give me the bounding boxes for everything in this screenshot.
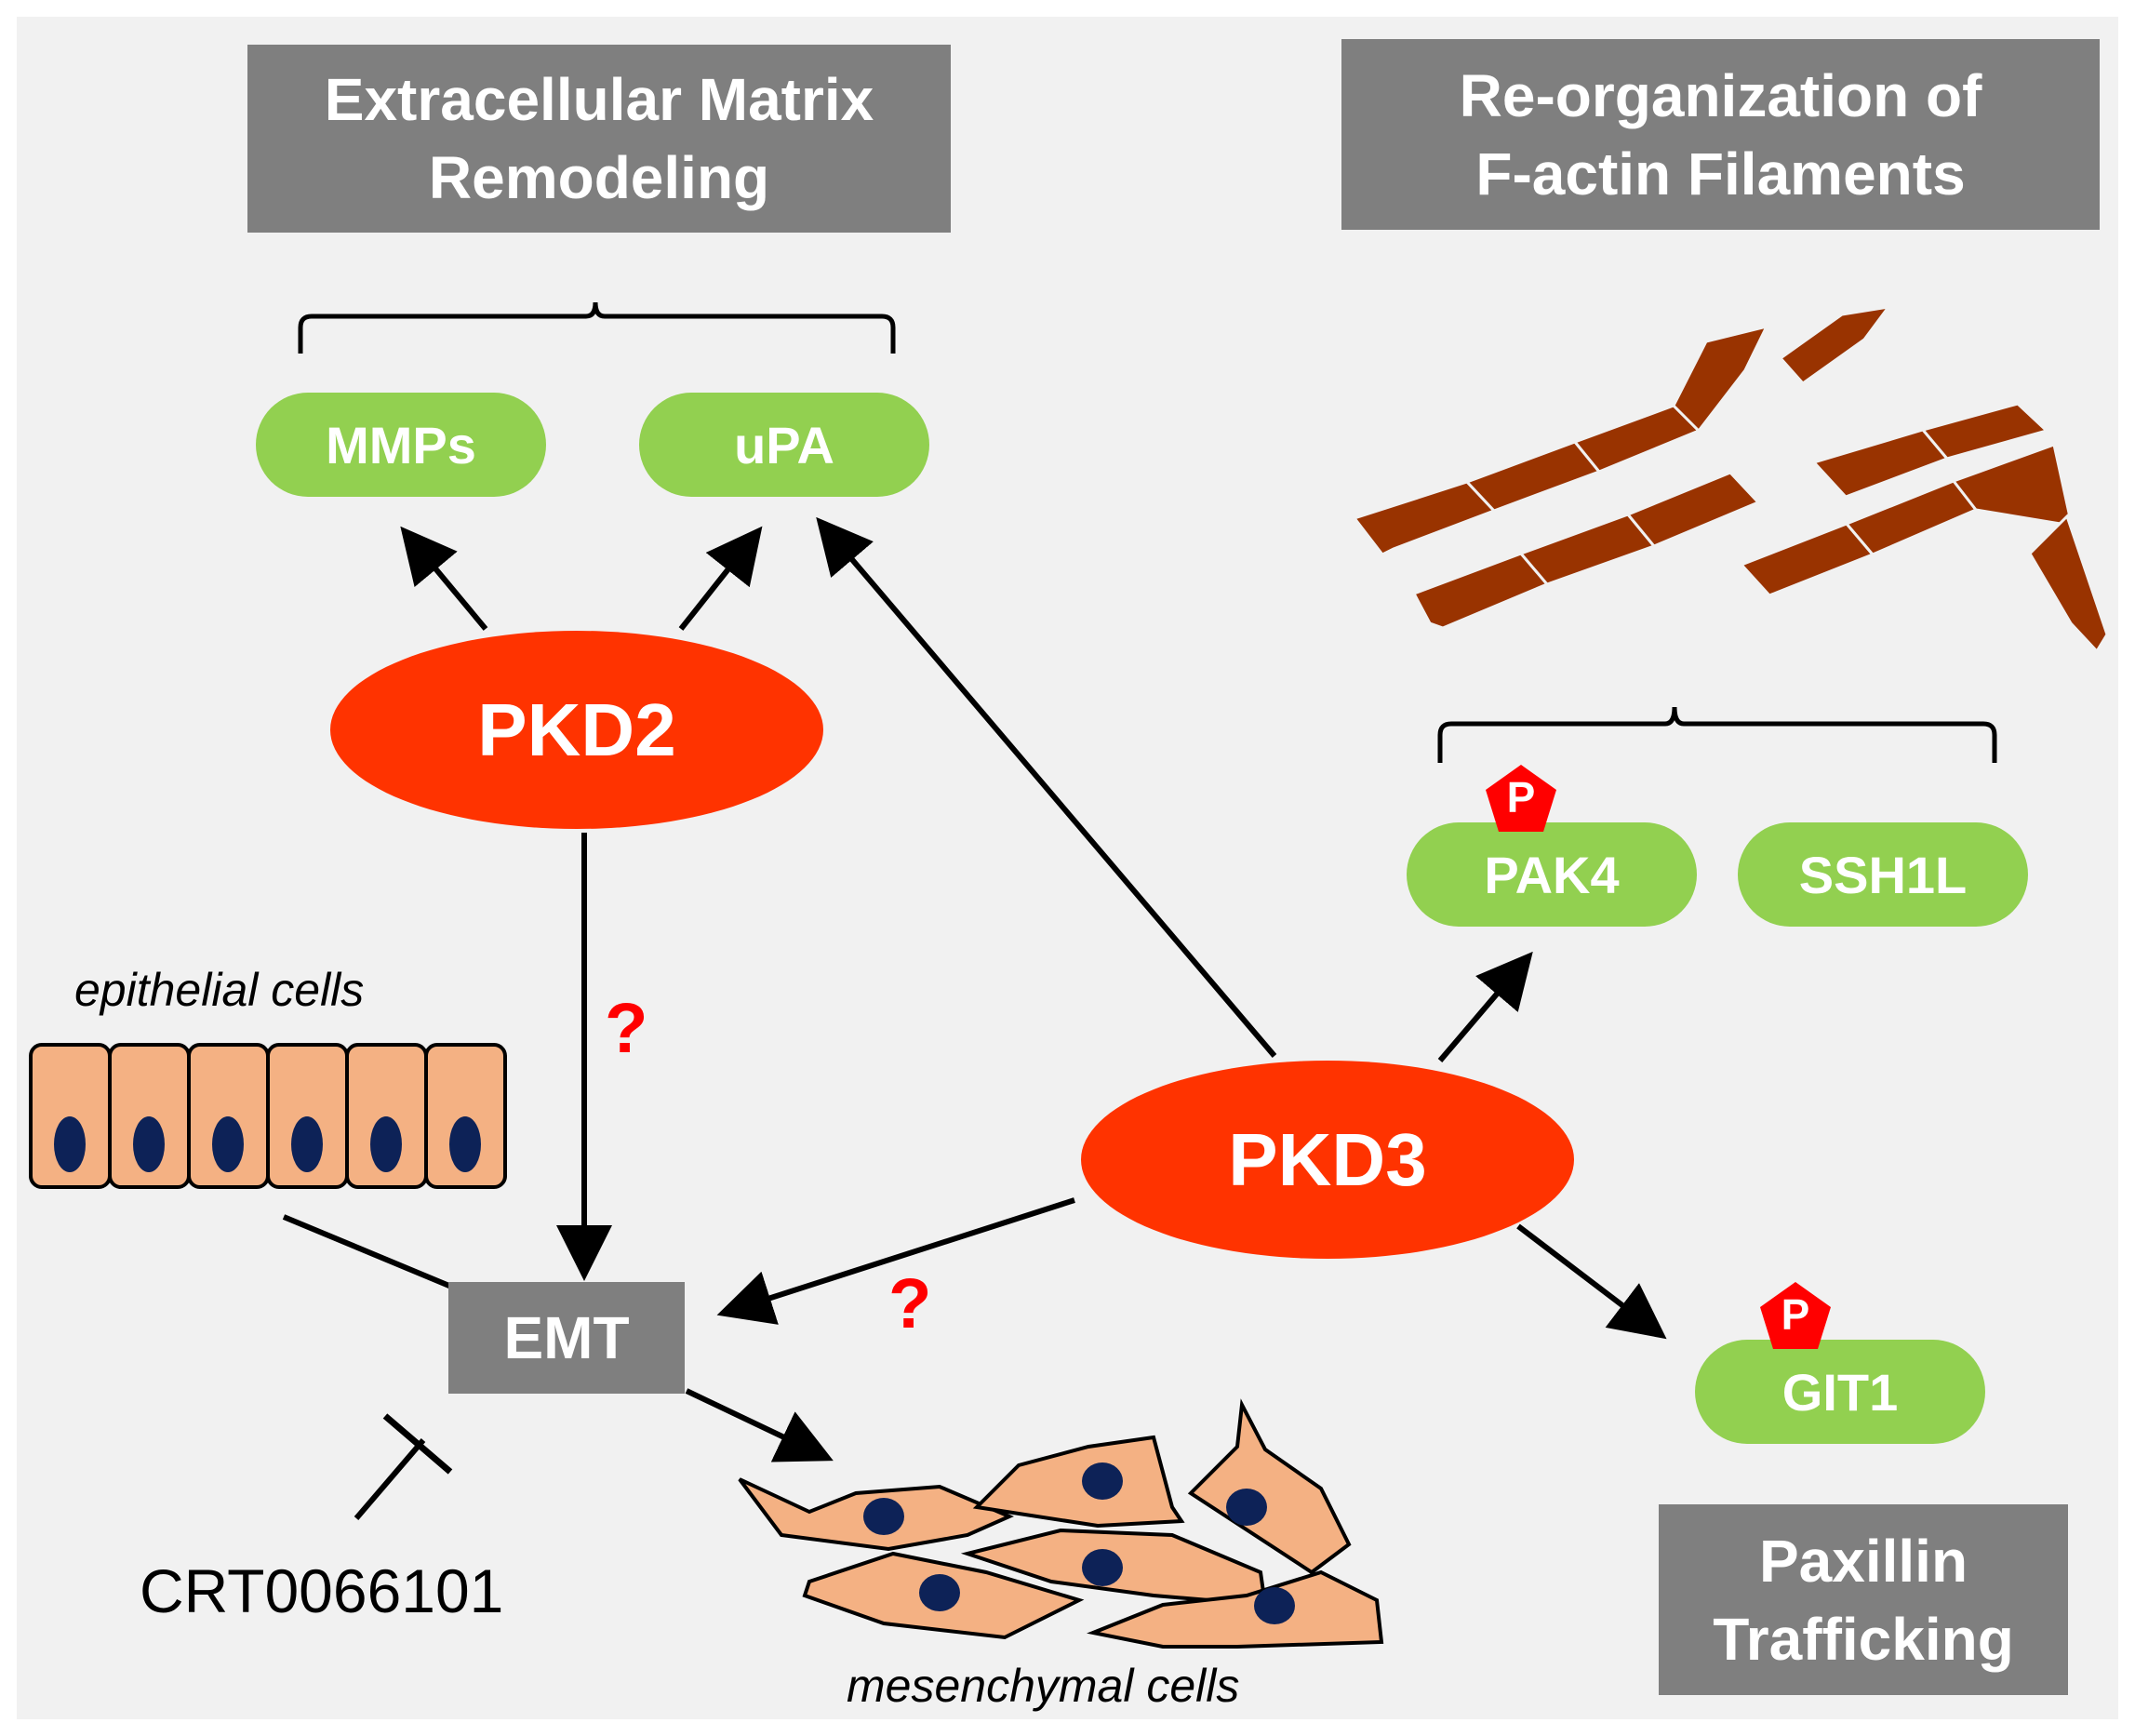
paxillin-title-line2: Trafficking bbox=[1713, 1605, 2014, 1673]
epithelial-cells-label: epithelial cells bbox=[74, 964, 365, 1016]
epithelial-cell-icon bbox=[29, 1043, 507, 1189]
git1-node: GIT1 bbox=[1695, 1340, 1985, 1444]
unknown-link-pkd3-emt: ? bbox=[888, 1264, 932, 1343]
phosphate-pentagon-icon: P bbox=[1758, 1280, 1833, 1351]
arrow-pkd3-upa bbox=[816, 516, 1277, 1058]
phospho-pak4-label: P bbox=[1506, 773, 1536, 821]
arrow-emt-mesenchymal bbox=[685, 1388, 834, 1462]
unknown-link-pkd2-emt: ? bbox=[605, 989, 648, 1068]
factin-reorganization-title: Re-organization of F-actin Filaments bbox=[1341, 39, 2100, 230]
crt0066101-label: CRT0066101 bbox=[140, 1556, 504, 1625]
pak4-node: PAK4 bbox=[1407, 822, 1697, 927]
inhibition-line bbox=[354, 1438, 426, 1520]
ssh1l-node: SSH1L bbox=[1738, 822, 2028, 927]
paxillin-trafficking-title: Paxillin Trafficking bbox=[1659, 1504, 2068, 1695]
pkd3-node: PKD3 bbox=[1081, 1061, 1574, 1259]
ecm-title-line1: Extracellular Matrix bbox=[324, 66, 874, 133]
inhibition-bar bbox=[382, 1413, 453, 1475]
arrow-pkd3-pak4 bbox=[1437, 951, 1533, 1062]
mmps-node: MMPs bbox=[256, 393, 546, 497]
phospho-git1-label: P bbox=[1781, 1290, 1810, 1339]
ecm-title-line2: Remodeling bbox=[428, 144, 770, 211]
pkd2-node: PKD2 bbox=[330, 631, 823, 829]
arrow-pkd2-upa bbox=[678, 526, 763, 631]
factin-title-line1: Re-organization of bbox=[1459, 61, 1982, 129]
line-epithelial-emt bbox=[282, 1214, 458, 1291]
ecm-bracket bbox=[298, 301, 896, 354]
ecm-remodeling-title: Extracellular Matrix Remodeling bbox=[247, 45, 951, 233]
arrow-pkd3-git1 bbox=[1516, 1223, 1667, 1340]
arrow-pkd3-emt bbox=[716, 1197, 1075, 1325]
paxillin-title-line1: Paxillin bbox=[1758, 1527, 1968, 1595]
emt-node: EMT bbox=[448, 1282, 685, 1394]
upa-node: uPA bbox=[639, 393, 929, 497]
phosphate-pentagon-icon: P bbox=[1484, 763, 1558, 834]
mesenchymal-cells-label: mesenchymal cells bbox=[847, 1660, 1240, 1712]
arrow-pkd2-mmps bbox=[400, 526, 488, 631]
mesenchymal-cell-icon bbox=[738, 1398, 1384, 1649]
actin-filament-icon bbox=[1352, 304, 2109, 654]
factin-title-line2: F-actin Filaments bbox=[1475, 140, 1966, 207]
factin-bracket bbox=[1437, 706, 1997, 763]
